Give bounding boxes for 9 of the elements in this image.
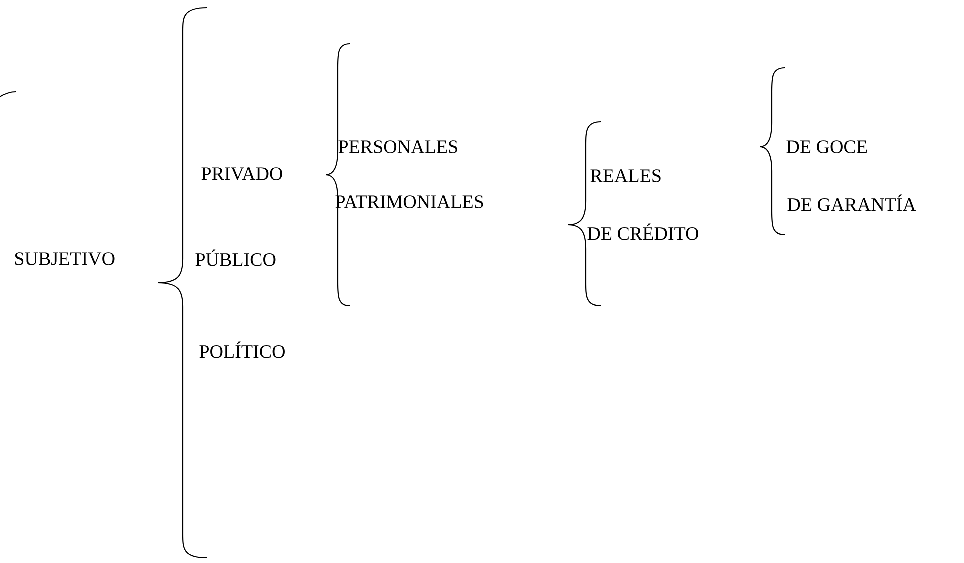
label-text: DE GARANTÍA <box>788 194 916 212</box>
label-text: PÚBLICO <box>196 250 276 266</box>
label-text: DE GOCE <box>786 140 868 154</box>
label-text: POLÍTICO <box>200 342 285 358</box>
label-text: REALES <box>590 170 661 182</box>
label-text: PRIVADO <box>202 168 282 180</box>
label-text: DE CRÉDITO <box>588 224 698 240</box>
label-text: SUBJETIVO <box>15 252 115 266</box>
label-text: PERSONALES <box>338 140 458 154</box>
